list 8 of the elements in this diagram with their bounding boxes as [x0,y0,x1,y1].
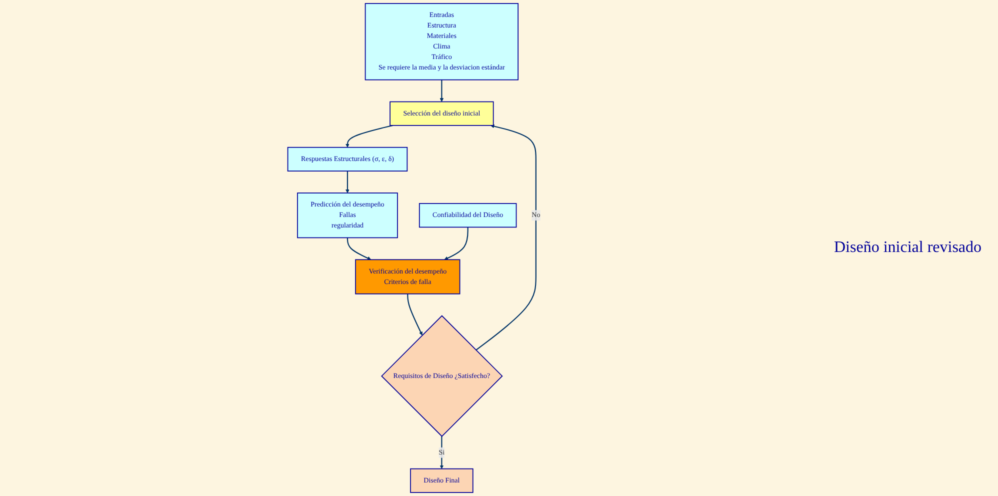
arrow [346,124,393,148]
arrow [440,80,444,102]
arrow [346,238,372,260]
arrow [407,294,422,336]
arrow [476,124,536,351]
note-text: Diseño inicial revisado [834,239,983,257]
arrow [346,171,350,194]
arrow [444,227,468,260]
